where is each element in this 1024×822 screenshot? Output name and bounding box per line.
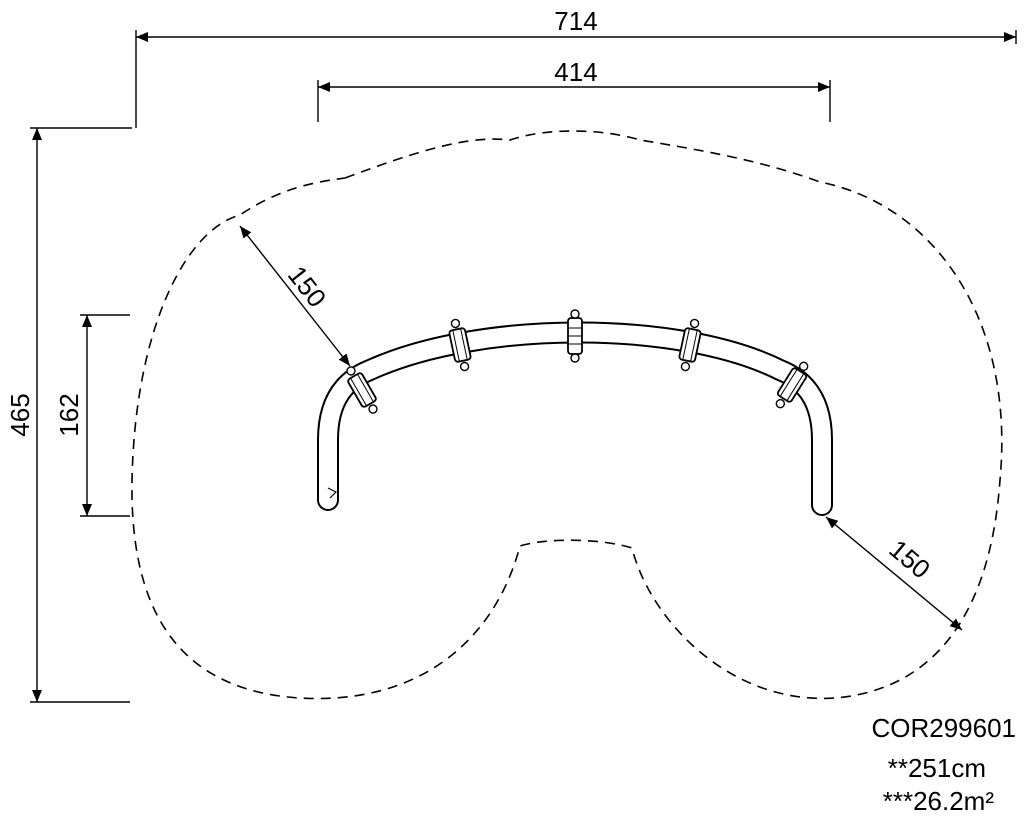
dimension-label-162: 162	[54, 393, 84, 436]
dimension-frame-width: 414	[317, 57, 831, 122]
clamp-5	[775, 361, 809, 409]
clamp-2	[448, 318, 472, 372]
product-code: COR299601	[871, 713, 1016, 743]
dimension-label-714: 714	[554, 6, 597, 36]
dimension-label-414: 414	[554, 57, 597, 87]
dimension-overall-height: 465	[5, 127, 132, 703]
dimension-clearance-left: 150	[239, 225, 351, 367]
dimension-overall-width: 714	[135, 6, 1017, 128]
dimension-clearance-right: 150	[825, 516, 963, 631]
clamp-3	[567, 309, 583, 363]
clamp-4	[678, 318, 702, 372]
dimension-label-150-right: 150	[884, 534, 937, 585]
safety-area: ***26.2m²	[882, 786, 994, 816]
free-height: **251cm	[887, 753, 986, 783]
dimension-label-465: 465	[5, 393, 35, 436]
dimension-label-150-left: 150	[282, 260, 332, 313]
clamp-1	[346, 366, 378, 414]
dimension-frame-height: 162	[54, 314, 130, 517]
safety-zone-outline	[131, 130, 1003, 700]
